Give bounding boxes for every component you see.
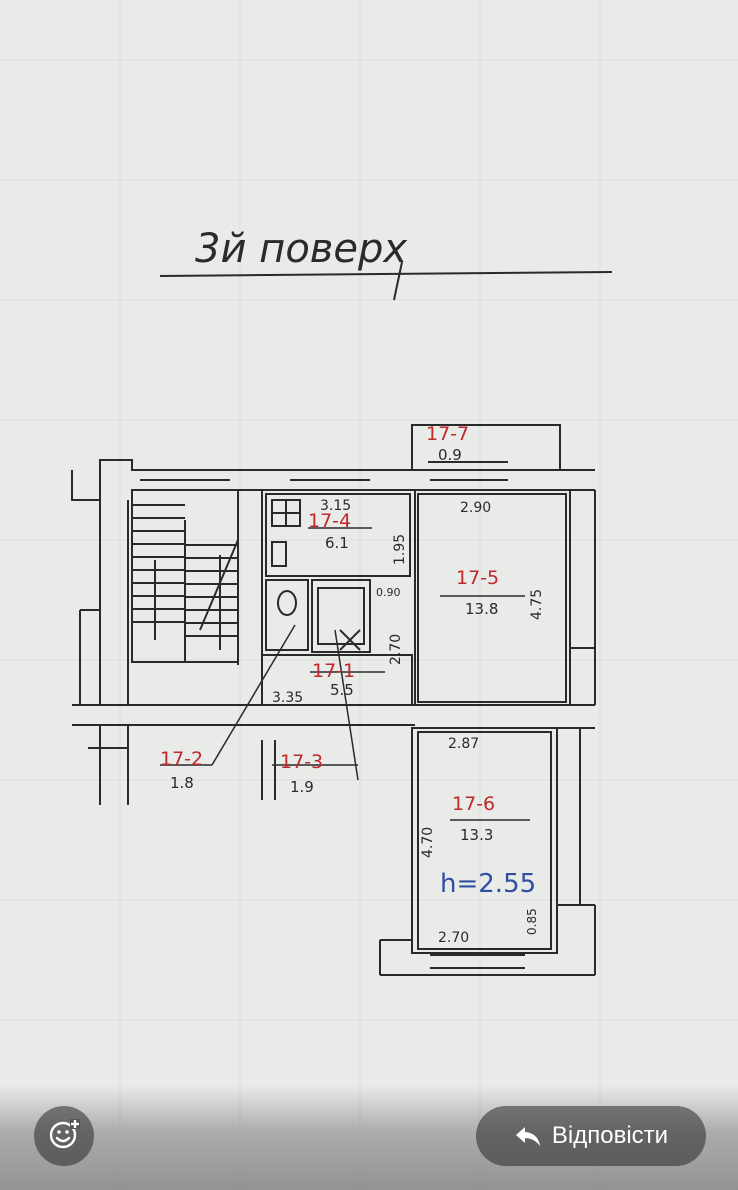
room-id-17-7: 17-7 bbox=[426, 423, 469, 445]
room-id-17-3: 17-3 bbox=[280, 751, 323, 773]
reply-label: Відповісти bbox=[551, 1122, 669, 1149]
dim-3-15: 3.15 bbox=[320, 498, 351, 514]
room-id-17-2: 17-2 bbox=[160, 748, 203, 770]
room-id-17-5: 17-5 bbox=[456, 567, 499, 589]
dim-2-70-vertical: 2.70 bbox=[388, 634, 404, 665]
dim-2-90: 2.90 bbox=[460, 500, 491, 516]
room-area-17-6: 13.3 bbox=[460, 826, 493, 844]
reply-arrow-icon bbox=[514, 1124, 542, 1148]
walls bbox=[71, 424, 596, 976]
title-underline bbox=[159, 271, 613, 277]
smile-plus-icon bbox=[47, 1117, 81, 1156]
dim-3-35: 3.35 bbox=[272, 690, 303, 706]
dim-1-95: 1.95 bbox=[392, 534, 408, 565]
floor-title: 3й поверх bbox=[195, 226, 407, 272]
room-area-17-4: 6.1 bbox=[325, 534, 349, 552]
room-area-17-1: 5.5 bbox=[330, 681, 354, 699]
room-area-17-3: 1.9 bbox=[290, 778, 314, 796]
room-area-17-2: 1.8 bbox=[170, 774, 194, 792]
dim-2-87: 2.87 bbox=[448, 736, 479, 752]
dim-4-75: 4.75 bbox=[529, 589, 545, 620]
add-reaction-button[interactable] bbox=[34, 1106, 94, 1166]
dim-2-70-bottom: 2.70 bbox=[438, 930, 469, 946]
room-id-17-1: 17-1 bbox=[312, 660, 355, 682]
dim-4-70: 4.70 bbox=[420, 827, 436, 858]
room-area-17-5: 13.8 bbox=[465, 600, 498, 618]
reply-button[interactable]: Відповісти bbox=[476, 1106, 706, 1166]
room-id-17-4: 17-4 bbox=[308, 510, 351, 532]
ceiling-height-note: h=2.55 bbox=[440, 869, 536, 899]
room-area-17-7: 0.9 bbox=[438, 446, 462, 464]
dim-0-85: 0.85 bbox=[525, 908, 539, 935]
room-id-17-6: 17-6 bbox=[452, 793, 495, 815]
dim-0-90: 0.90 bbox=[376, 586, 401, 599]
